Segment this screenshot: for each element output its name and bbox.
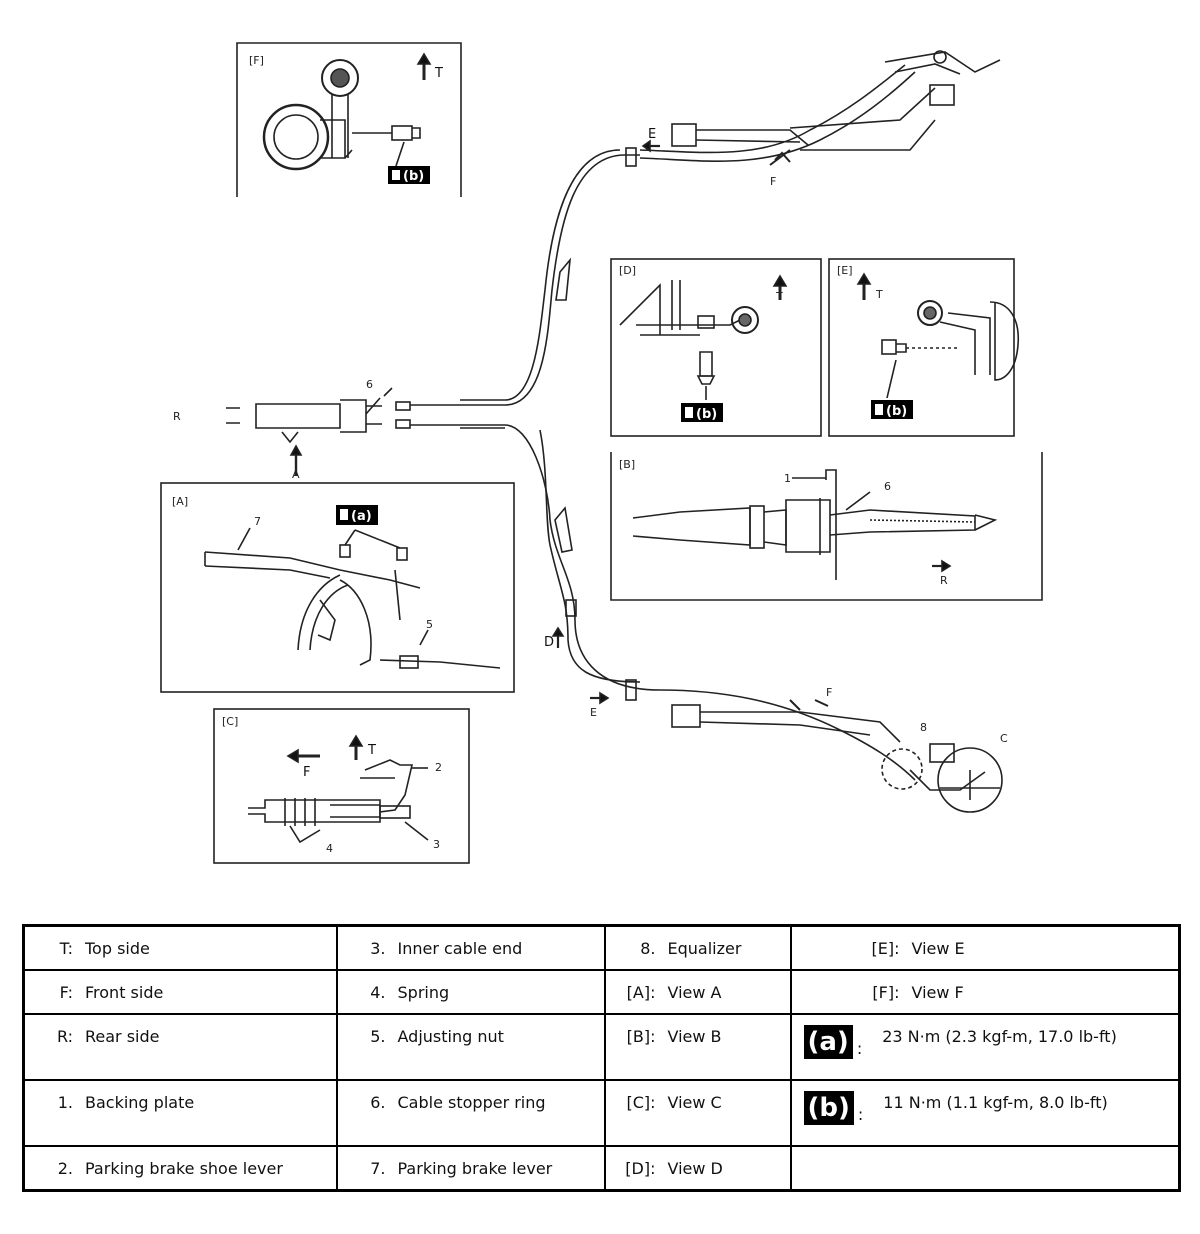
legend-key: [E]: (871, 939, 900, 958)
legend-key: 4. (370, 983, 386, 1002)
torque-b-spec: 11 N·m (1.1 kgf-m, 8.0 lb-ft) (883, 1093, 1108, 1112)
legend-key: 7. (370, 1159, 386, 1178)
legend-value: Spring (397, 983, 450, 1002)
legend-key: [D]: (625, 1159, 656, 1178)
legend-value: View D (667, 1159, 723, 1178)
part-number-4: 4 (326, 842, 333, 855)
legend-key: T: (59, 939, 73, 958)
part-number-8: 8 (920, 721, 927, 734)
view-c-detail-box (213, 708, 470, 864)
view-e-arrow-label-lower: E (590, 706, 597, 719)
legend-key: R: (56, 1027, 73, 1046)
legend-key: 5. (370, 1027, 386, 1046)
legend-value: Backing plate (85, 1093, 195, 1112)
legend-key: F: (59, 983, 73, 1002)
view-f-detail-box (236, 42, 462, 197)
parking-brake-cable-diagram: [F] T [D] [E] [B] [A] [C] E F R A D E F … (160, 42, 1043, 864)
top-side-label-d: T (775, 290, 783, 303)
torque-badge-b-view-f: (b) (388, 166, 430, 184)
legend-key: 6. (370, 1093, 386, 1112)
legend-value: View E (911, 939, 965, 958)
legend-value: Equalizer (667, 939, 742, 958)
view-e-arrow-label: E (648, 127, 656, 142)
svg-text:(b): (b) (886, 404, 907, 419)
view-b-box-label: [B] (619, 458, 635, 471)
part-number-1: 1 (784, 472, 791, 485)
torque-badge-b-view-e: (b) (871, 400, 913, 419)
torque-b-icon: (b) (803, 1091, 854, 1125)
legend-table: T: Top side 3. Inner cable end 8. Equalizer… (22, 924, 1181, 1192)
svg-text:(b): (b) (696, 407, 717, 422)
legend-value: Parking brake shoe lever (85, 1159, 283, 1178)
view-d-detail-box (610, 258, 822, 437)
part-number-6-view-b: 6 (884, 480, 891, 493)
legend-row: T: Top side 3. Inner cable end 8. Equalizer… (22, 924, 1181, 971)
view-c-arrow-label: C (1000, 732, 1008, 745)
top-side-label-c: T (367, 743, 376, 758)
legend-key: [B]: (626, 1027, 656, 1046)
legend-colon: : (857, 1105, 864, 1124)
legend-value: Adjusting nut (397, 1027, 504, 1046)
view-a-arrow-label: A (292, 468, 300, 481)
svg-text:(b): (b) (403, 169, 424, 184)
legend-value: Top side (85, 939, 150, 958)
top-side-label: T (434, 66, 443, 81)
legend-key: [A]: (626, 983, 656, 1002)
view-d-box-label: [D] (619, 264, 636, 277)
legend-value: View B (667, 1027, 722, 1046)
legend-value: Rear side (85, 1027, 160, 1046)
view-d-arrow-label: D (544, 635, 554, 650)
part-number-6-main: 6 (366, 378, 373, 391)
view-b-detail-box (610, 452, 1043, 601)
part-number-2: 2 (435, 761, 442, 774)
view-a-detail-box (160, 482, 515, 693)
rear-side-label-b: R (940, 574, 948, 587)
front-side-label-c: F (303, 765, 310, 780)
view-c-box-label: [C] (222, 715, 238, 728)
torque-badge-a-view-a: (a) (336, 505, 378, 525)
legend-value: Cable stopper ring (397, 1093, 546, 1112)
view-e-box-label: [E] (837, 264, 853, 277)
parking-brake-cable-routing (226, 50, 1003, 813)
legend-key: [F]: (872, 983, 900, 1002)
view-f-arrow-label-lower: F (826, 686, 832, 699)
legend-colon: : (856, 1039, 863, 1058)
legend-key: 8. (640, 939, 656, 958)
legend-row: 2. Parking brake shoe lever 7. Parking bra… (22, 1145, 1181, 1192)
legend-value: View F (911, 983, 964, 1002)
view-f-box-label: [F] (249, 54, 264, 67)
legend-key: [C]: (626, 1093, 656, 1112)
rear-side-label: R (173, 410, 181, 423)
legend-value: View A (667, 983, 722, 1002)
legend-row: F: Front side 4. Spring [A]: View A [F]: Vie… (22, 969, 1181, 1015)
legend-value: View C (667, 1093, 722, 1112)
legend-key: 3. (370, 939, 386, 958)
torque-a-icon: (a) (803, 1025, 853, 1059)
legend-value: Inner cable end (397, 939, 523, 958)
legend-value: Front side (85, 983, 164, 1002)
legend-row: 1. Backing plate 6. Cable stopper ring [C]… (22, 1079, 1181, 1147)
legend-row: R: Rear side 5. Adjusting nut [B]: View B (… (22, 1013, 1181, 1081)
legend-key: 2. (57, 1159, 73, 1178)
view-a-box-label: [A] (172, 495, 188, 508)
view-e-detail-box (828, 258, 1020, 437)
part-number-3: 3 (433, 838, 440, 851)
part-number-7: 7 (254, 515, 261, 528)
part-number-5: 5 (426, 618, 433, 631)
svg-text:(a): (a) (351, 509, 372, 524)
torque-a-spec: 23 N·m (2.3 kgf-m, 17.0 lb-ft) (882, 1027, 1117, 1046)
torque-badge-b-view-d: (b) (681, 403, 723, 422)
legend-key: 1. (57, 1093, 73, 1112)
legend-value: Parking brake lever (397, 1159, 553, 1178)
top-side-label-e: T (875, 288, 883, 301)
view-f-arrow-label-upper: F (770, 175, 776, 188)
